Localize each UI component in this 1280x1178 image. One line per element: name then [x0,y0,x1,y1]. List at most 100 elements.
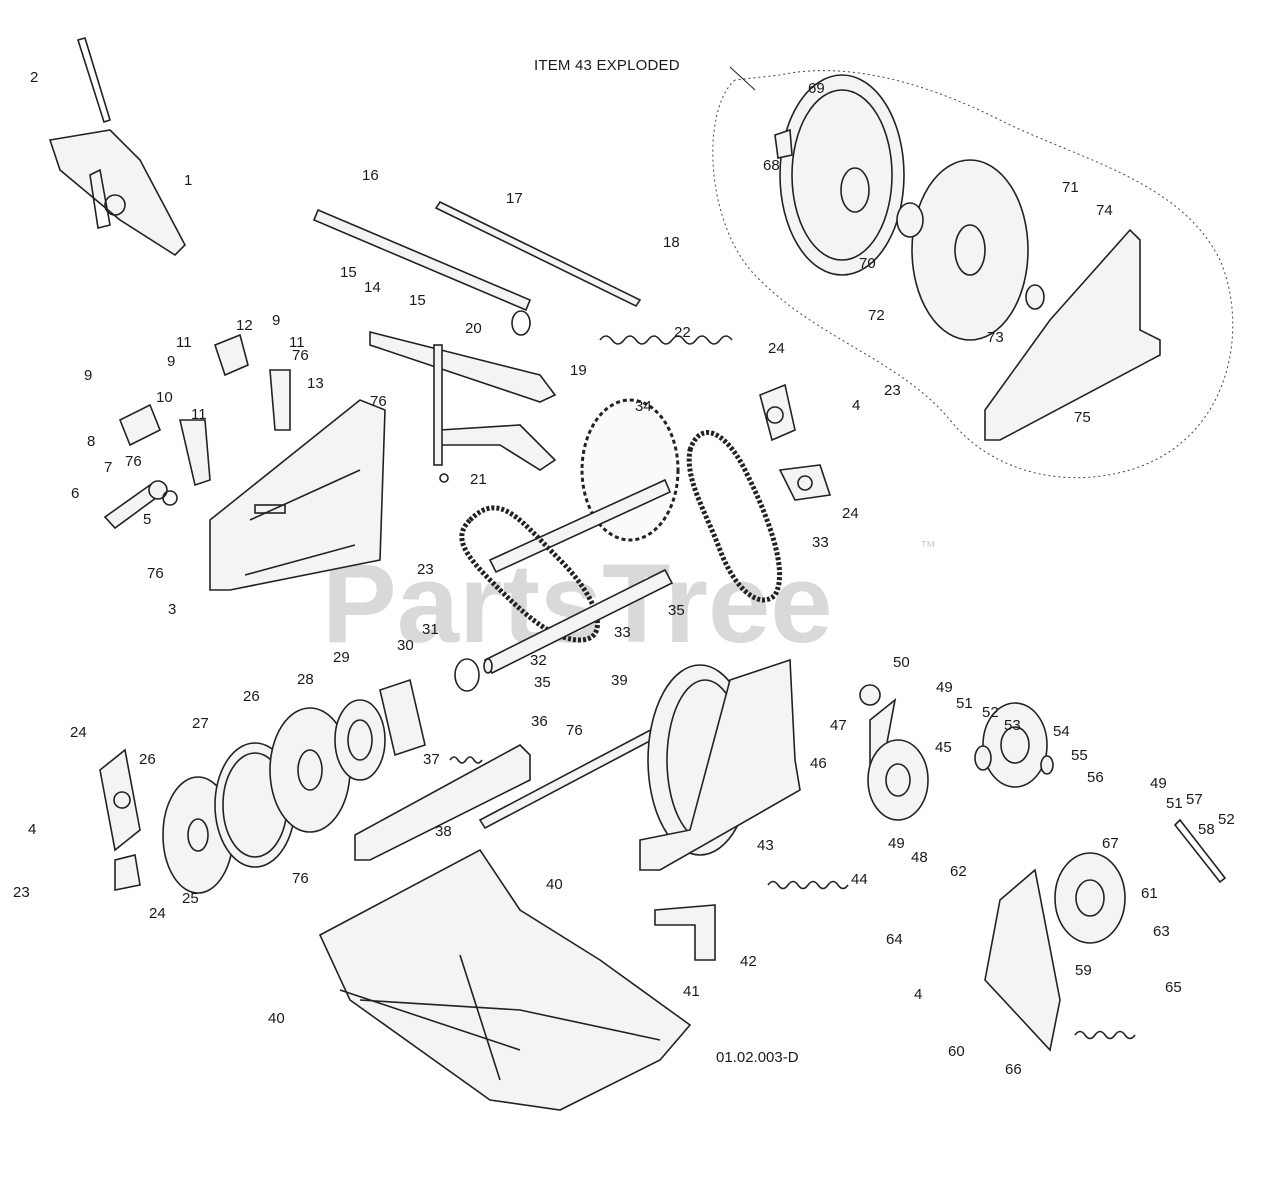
callout-8: 8 [87,433,95,450]
callout-55: 55 [1071,747,1088,764]
chain-33b-part [686,430,782,603]
callout-74: 74 [1096,202,1113,219]
callout-33a: 33 [812,534,829,551]
callout-19: 19 [570,362,587,379]
sprocket-34-part [488,398,680,574]
rod-17-part [434,200,642,308]
callout-20: 20 [465,320,482,337]
callout-48: 48 [911,849,928,866]
shaft-32-part [483,568,674,675]
callout-39: 39 [611,672,628,689]
callout-76a: 76 [292,347,309,364]
callout-52b: 52 [1218,811,1235,828]
callout-11b: 11 [289,334,305,351]
callout-64: 64 [886,931,903,948]
clutch-stack-part [99,658,480,894]
callout-26a: 26 [243,688,260,705]
callout-7: 7 [104,459,112,476]
callout-68: 68 [763,157,780,174]
callout-12: 12 [236,317,253,334]
chute-41-part [318,848,692,1111]
callout-9a: 9 [272,312,280,329]
callout-42: 42 [740,953,757,970]
callout-4a: 4 [852,397,860,414]
callout-24a: 24 [768,340,785,357]
exploded-view-boundary [712,70,1234,479]
callout-69: 69 [808,80,825,97]
callout-23c: 23 [13,884,30,901]
watermark-trademark: ™ [920,539,936,556]
callout-73: 73 [987,329,1004,346]
callout-76e: 76 [566,722,583,739]
callout-27: 27 [192,715,209,732]
callout-23a: 23 [884,382,901,399]
callout-47: 47 [830,717,847,734]
bracket-42-part [654,904,716,961]
callout-31: 31 [422,621,439,638]
lever-19-part [369,330,557,483]
bearing-plates-24-part [759,383,832,501]
callout-67: 67 [1102,835,1119,852]
callout-71: 71 [1062,179,1079,196]
callout-33b: 33 [614,624,631,641]
callout-15a: 15 [340,264,357,281]
callout-3: 3 [168,601,176,618]
callout-14: 14 [364,279,381,296]
callout-49c: 49 [1150,775,1167,792]
callout-43: 43 [757,837,774,854]
callout-17: 17 [506,190,523,207]
callout-9c: 9 [84,367,92,384]
callout-22: 22 [674,324,691,341]
callout-51a: 51 [956,695,973,712]
callout-49a: 49 [936,679,953,696]
callout-65: 65 [1165,979,1182,996]
watermark: PartsTree [322,541,833,666]
callout-76c: 76 [125,453,142,470]
callout-32: 32 [530,652,547,669]
callout-11c: 11 [191,406,207,423]
callout-2: 2 [30,69,38,86]
callout-57: 57 [1186,791,1203,808]
callout-49b: 49 [888,835,905,852]
callout-10: 10 [156,389,173,406]
callout-18: 18 [663,234,680,251]
callout-24c: 24 [70,724,87,741]
callout-53: 53 [1004,717,1021,734]
callout-40a: 40 [546,876,563,893]
callout-75: 75 [1074,409,1091,426]
callout-54: 54 [1053,723,1070,740]
callout-29: 29 [333,649,350,666]
callout-35b: 35 [534,674,551,691]
callout-50: 50 [893,654,910,671]
callout-34: 34 [635,398,652,415]
callout-24d: 24 [149,905,166,922]
callout-4b: 4 [28,821,36,838]
callout-35a: 35 [668,602,685,619]
callout-45: 45 [935,739,952,756]
callout-76f: 76 [292,870,309,887]
drawing-number: 01.02.003-D [716,1049,799,1066]
callout-4c: 4 [914,986,922,1003]
callout-28: 28 [297,671,314,688]
callout-63: 63 [1153,923,1170,940]
callout-62: 62 [950,863,967,880]
callout-76b: 76 [370,393,387,410]
spring-65-part [1074,1030,1136,1040]
callout-70: 70 [859,255,876,272]
callout-38: 38 [435,823,452,840]
chain-33a-part [459,505,600,643]
title-note: ITEM 43 EXPLODED [534,57,680,74]
spring-22-part [599,335,733,345]
callout-44: 44 [851,871,868,888]
callout-9b: 9 [167,353,175,370]
callout-37: 37 [423,751,440,768]
callout-5: 5 [143,511,151,528]
exploded-item-43 [774,74,1161,441]
callout-15b: 15 [409,292,426,309]
pulley-housing-43-part [639,658,801,871]
callout-25: 25 [182,890,199,907]
callout-66: 66 [1005,1061,1022,1078]
callout-1: 1 [184,172,192,189]
